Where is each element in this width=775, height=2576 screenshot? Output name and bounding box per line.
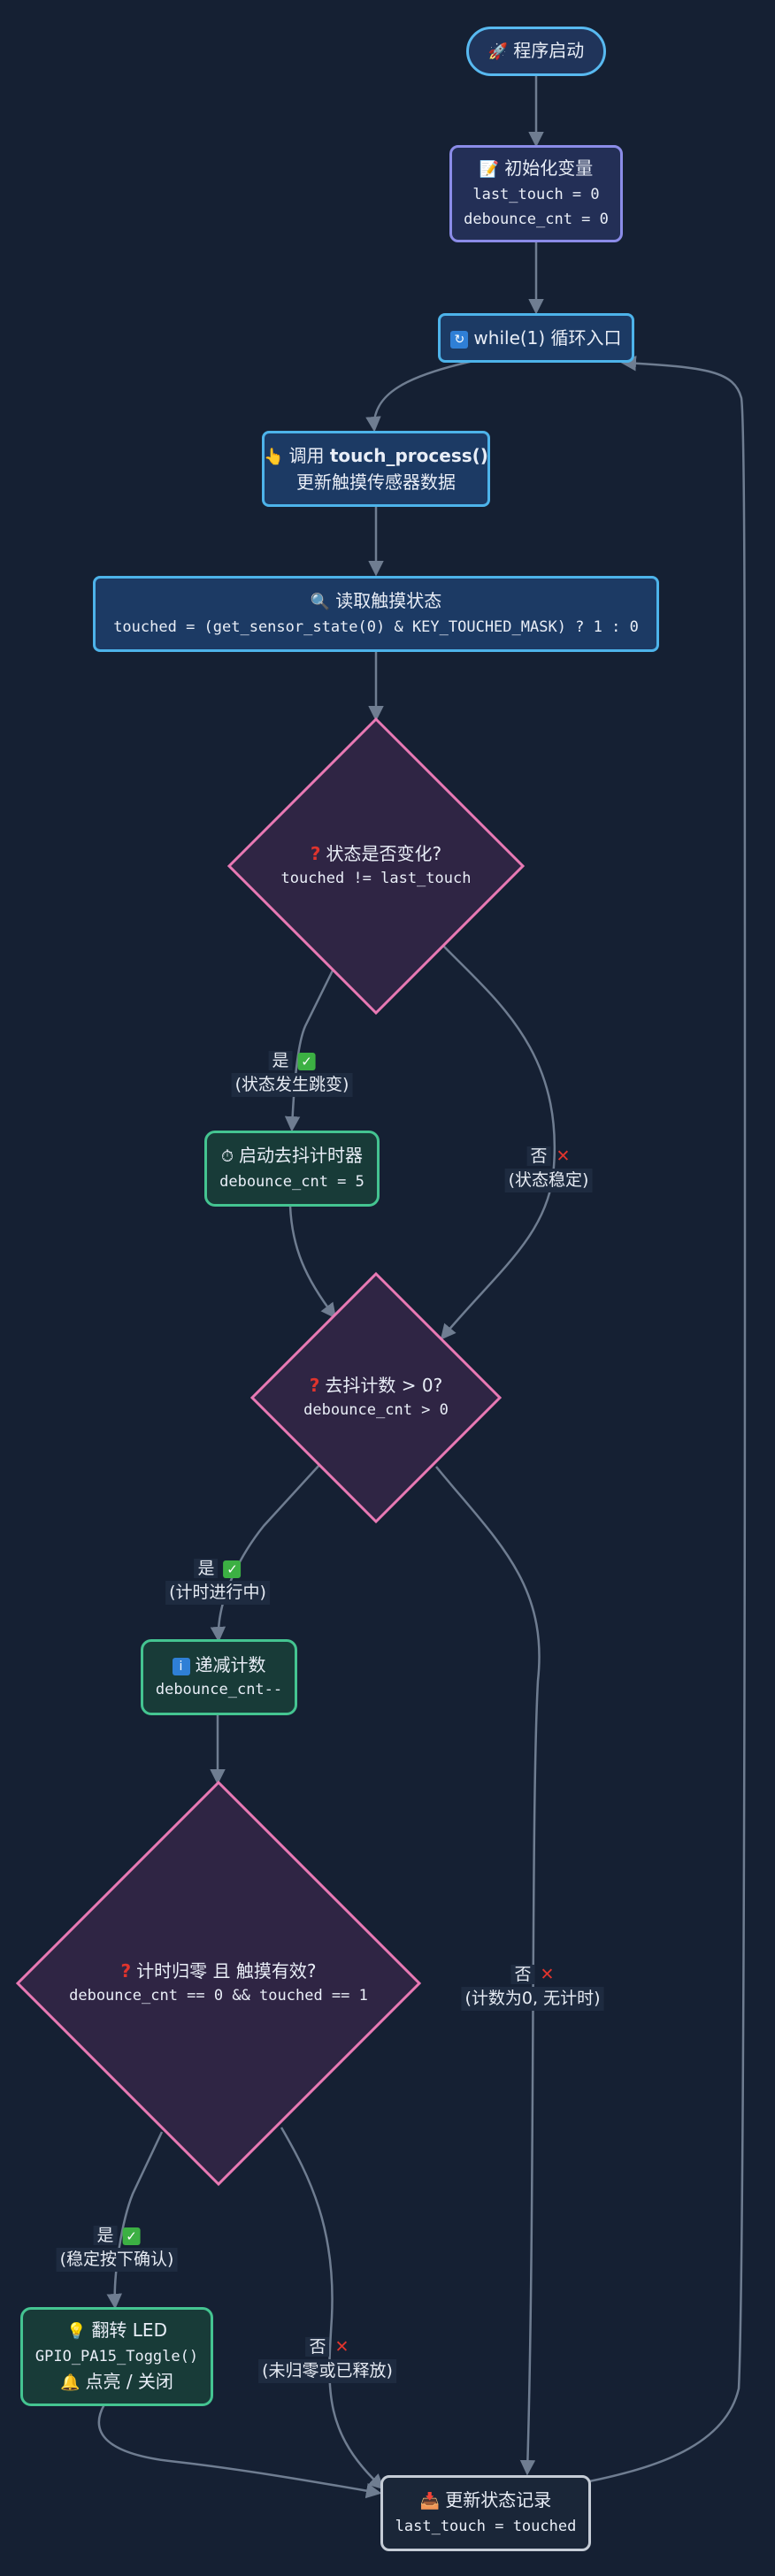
- edge-label-d2-no: 否 ✕ (计数为0, 无计时): [461, 1963, 604, 2011]
- toggle-led-node: 💡翻转 LED GPIO_PA15_Toggle() 🔔点亮 / 关闭: [20, 2307, 213, 2406]
- start-timer-node: ⏱ 启动去抖计时器 debounce_cnt = 5: [204, 1131, 380, 1207]
- cross-icon: ✕: [540, 1965, 555, 1984]
- check-icon: ✓: [223, 1560, 242, 1578]
- check-icon: ✓: [122, 2227, 141, 2245]
- d2-no-text: 否: [510, 1965, 535, 1984]
- loop-node: ↻while(1) 循环入口: [438, 313, 634, 363]
- loop-arrows-icon: ↻: [450, 330, 469, 349]
- d3-no-note: (未归零或已释放): [258, 2359, 396, 2383]
- init-line-debounce: debounce_cnt = 0: [464, 211, 609, 228]
- call-node: 👆调用 touch_process() 更新触摸传感器数据: [262, 431, 490, 507]
- init-title: 初始化变量: [504, 157, 594, 179]
- decrement-title: 递减计数: [195, 1654, 266, 1675]
- edge-label-d3-yes: 是✓ (稳定按下确认): [56, 2224, 178, 2272]
- update-code: last_touch = touched: [395, 2518, 577, 2535]
- edge-d1-yes: [284, 970, 334, 1132]
- start-timer-title: 启动去抖计时器: [239, 1145, 364, 1166]
- d2-yes-note: (计时进行中): [165, 1581, 270, 1605]
- decrement-code: debounce_cnt--: [155, 1681, 283, 1698]
- edge-label-d1-yes: 是✓ (状态发生跳变): [231, 1049, 353, 1097]
- question-icon: ?: [309, 1375, 320, 1396]
- decision-zero-and-touched: ?计时归零 且 触摸有效? debounce_cnt == 0 && touch…: [15, 1780, 422, 2187]
- d3-yes-note: (稳定按下确认): [56, 2248, 178, 2272]
- edge-label-d2-yes: 是✓ (计时进行中): [165, 1557, 270, 1605]
- diamond-shape-d2: [249, 1271, 503, 1524]
- edge-loop-call: [365, 359, 474, 433]
- cross-icon: ✕: [556, 1146, 571, 1166]
- call-subtitle: 更新触摸传感器数据: [296, 472, 456, 493]
- d3-title: 计时归零 且 触摸有效?: [136, 1960, 317, 1982]
- info-icon: i: [172, 1657, 190, 1675]
- cross-icon: ✕: [334, 2337, 349, 2357]
- decision-state-changed: ?状态是否变化? touched != last_touch: [226, 717, 526, 1016]
- diamond-shape-d3: [15, 1780, 422, 2187]
- d2-title: 去抖计数 > 0?: [325, 1375, 443, 1396]
- init-line-last-touch: last_touch = 0: [472, 186, 600, 203]
- read-node: 🔍读取触摸状态 touched = (get_sensor_state(0) &…: [93, 576, 659, 652]
- stopwatch-icon: ⏱: [220, 1147, 234, 1166]
- bell-icon: 🔔: [60, 2373, 81, 2392]
- pointing-hand-icon: 👆: [264, 448, 284, 466]
- diamond-shape-d1: [226, 717, 526, 1016]
- lightbulb-icon: 💡: [66, 2322, 87, 2341]
- d1-no-note: (状态稳定): [504, 1169, 593, 1192]
- edge-label-d1-no: 否✕ (状态稳定): [504, 1145, 593, 1192]
- d3-code: debounce_cnt == 0 && touched == 1: [69, 1987, 368, 2005]
- d3-no-text: 否: [305, 2337, 330, 2357]
- read-code: touched = (get_sensor_state(0) & KEY_TOU…: [113, 618, 639, 636]
- edge-d3-no: [280, 2127, 385, 2490]
- edge-update-loop: [588, 355, 747, 2483]
- d1-no-text: 否: [526, 1146, 551, 1166]
- rocket-icon: 🚀: [487, 42, 509, 61]
- edge-d3-yes: [106, 2131, 164, 2310]
- loop-label: while(1) 循环入口: [473, 327, 622, 349]
- d1-title: 状态是否变化?: [326, 843, 442, 864]
- led-title: 翻转 LED: [91, 2319, 167, 2341]
- d2-no-note: (计数为0, 无计时): [461, 1987, 604, 2011]
- d2-yes-text: 是: [194, 1559, 219, 1578]
- d1-code: touched != last_touch: [280, 870, 472, 887]
- start-node: 🚀程序启动: [466, 27, 606, 76]
- d1-yes-note: (状态发生跳变): [231, 1073, 353, 1097]
- edge-d2-no: [435, 1466, 541, 2476]
- decrement-node: i 递减计数 debounce_cnt--: [141, 1639, 297, 1715]
- read-title: 读取触摸状态: [335, 590, 442, 611]
- d1-yes-text: 是: [268, 1051, 293, 1070]
- edge-label-d3-no: 否✕ (未归零或已释放): [258, 2335, 396, 2383]
- edge-d1-no: [440, 944, 556, 1340]
- question-icon: ?: [120, 1960, 132, 1982]
- edge-timer-d2: [288, 1205, 337, 1319]
- check-icon: ✓: [297, 1052, 316, 1070]
- memo-icon: 📝: [479, 160, 500, 179]
- led-code: GPIO_PA15_Toggle(): [35, 2348, 199, 2365]
- start-timer-code: debounce_cnt = 5: [219, 1173, 364, 1191]
- call-func-name: touch_process(): [329, 445, 488, 466]
- call-prefix: 调用: [288, 445, 330, 466]
- update-title: 更新状态记录: [445, 2489, 552, 2511]
- d3-yes-text: 是: [93, 2226, 118, 2245]
- edge-led-update: [97, 2404, 382, 2499]
- init-node: 📝初始化变量 last_touch = 0 debounce_cnt = 0: [449, 145, 623, 242]
- inbox-icon: 📥: [419, 2492, 441, 2511]
- led-line3: 点亮 / 关闭: [85, 2371, 173, 2392]
- magnifier-icon: 🔍: [310, 593, 331, 611]
- question-icon: ?: [310, 843, 321, 864]
- update-state-node: 📥更新状态记录 last_touch = touched: [380, 2475, 591, 2551]
- d2-code: debounce_cnt > 0: [303, 1401, 449, 1419]
- start-label: 程序启动: [513, 40, 585, 61]
- decision-debounce-positive: ?去抖计数 > 0? debounce_cnt > 0: [249, 1271, 503, 1524]
